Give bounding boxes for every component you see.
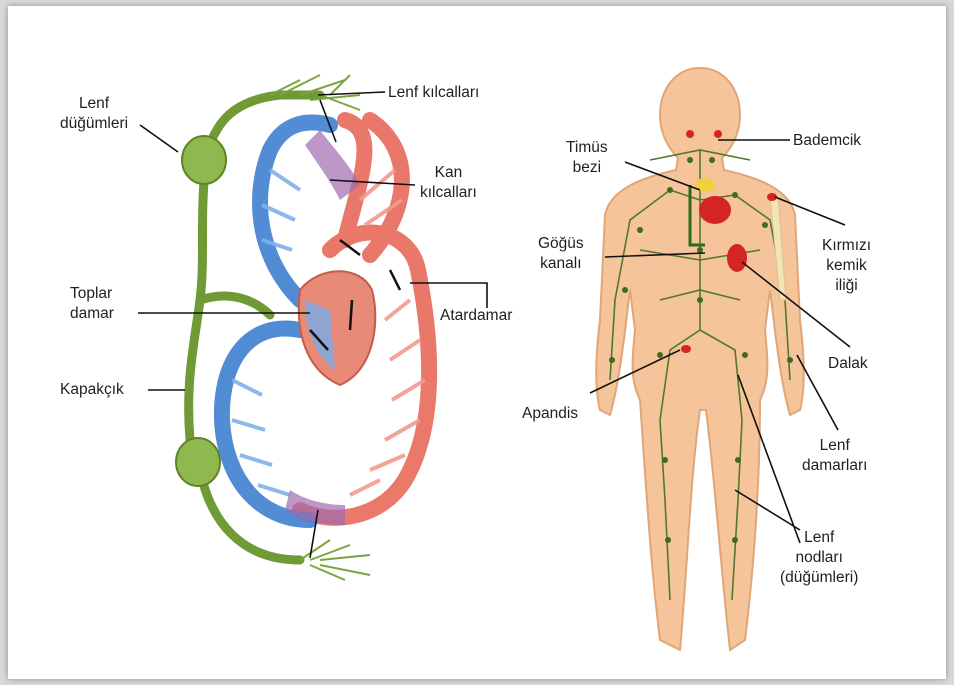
label-thymus-line2: bezi	[566, 158, 608, 178]
label-lymph-nodes: Lenf düğümleri	[60, 94, 128, 134]
human-body-figure	[596, 68, 804, 650]
label-blood-capillaries-line1: Kan	[420, 163, 477, 183]
label-tonsil: Bademcik	[793, 131, 861, 151]
label-artery-text: Atardamar	[440, 306, 512, 326]
circulation-diagram	[176, 75, 429, 580]
label-valve-text: Kapakçık	[60, 380, 124, 400]
label-spleen-text: Dalak	[828, 354, 868, 374]
heart-organ	[699, 196, 731, 224]
label-artery: Atardamar	[440, 306, 512, 326]
appendix	[681, 345, 691, 353]
label-lymph-vessels-line2: damarları	[802, 456, 867, 476]
spleen	[727, 244, 747, 272]
label-thymus-line1: Timüs	[566, 138, 608, 158]
label-red-bone-marrow-line3: iliği	[822, 276, 871, 296]
label-valve: Kapakçık	[60, 380, 124, 400]
capillary-zone-top	[305, 130, 360, 200]
label-lymph-vessels: Lenf damarları	[802, 436, 867, 476]
label-thymus: Timüs bezi	[566, 138, 608, 178]
tonsil-left	[686, 130, 694, 138]
label-spleen: Dalak	[828, 354, 868, 374]
label-vein: Toplar damar	[70, 284, 114, 324]
label-red-bone-marrow-line2: kemik	[822, 256, 871, 276]
label-appendix: Apandis	[522, 404, 578, 424]
label-lymph-capillaries: Lenf kılcalları	[388, 83, 479, 103]
label-lymph-node-list-line1: Lenf	[780, 528, 858, 548]
label-blood-capillaries: Kan kılcalları	[420, 163, 477, 203]
label-lymph-capillaries-text: Lenf kılcalları	[388, 83, 479, 103]
label-tonsil-text: Bademcik	[793, 131, 861, 151]
label-blood-capillaries-line2: kılcalları	[420, 183, 477, 203]
tonsil-right	[714, 130, 722, 138]
label-vein-line1: Toplar	[70, 284, 114, 304]
label-thoracic-duct-line1: Göğüs	[538, 234, 584, 254]
label-thoracic-duct: Göğüs kanalı	[538, 234, 584, 274]
label-lymph-node-list: Lenf nodları (düğümleri)	[780, 528, 858, 588]
label-lymph-node-list-line3: (düğümleri)	[780, 568, 858, 588]
label-red-bone-marrow: Kırmızı kemik iliği	[822, 236, 871, 296]
label-lymph-node-list-line2: nodları	[780, 548, 858, 568]
label-lymph-nodes-line1: Lenf	[60, 94, 128, 114]
label-appendix-text: Apandis	[522, 404, 578, 424]
label-red-bone-marrow-line1: Kırmızı	[822, 236, 871, 256]
label-vein-line2: damar	[70, 304, 114, 324]
label-lymph-nodes-line2: düğümleri	[60, 114, 128, 134]
label-thoracic-duct-line2: kanalı	[538, 254, 584, 274]
label-lymph-vessels-line1: Lenf	[802, 436, 867, 456]
